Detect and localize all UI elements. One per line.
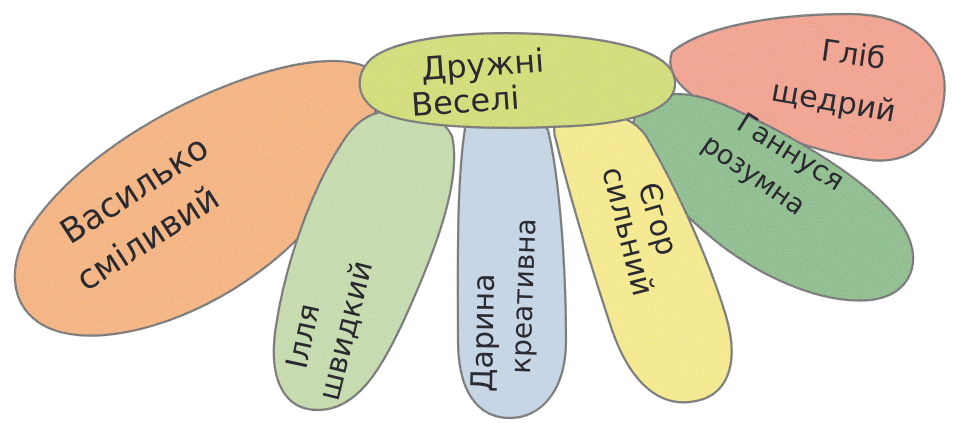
flower-center: Дружні Веселі	[360, 33, 675, 128]
petal-daryna-line2: креативна	[504, 218, 542, 375]
flower-center-line2: Веселі	[410, 79, 521, 124]
petal-daryna: Дарина креативна	[458, 115, 566, 418]
petal-daryna-line1: Дарина	[465, 273, 502, 392]
